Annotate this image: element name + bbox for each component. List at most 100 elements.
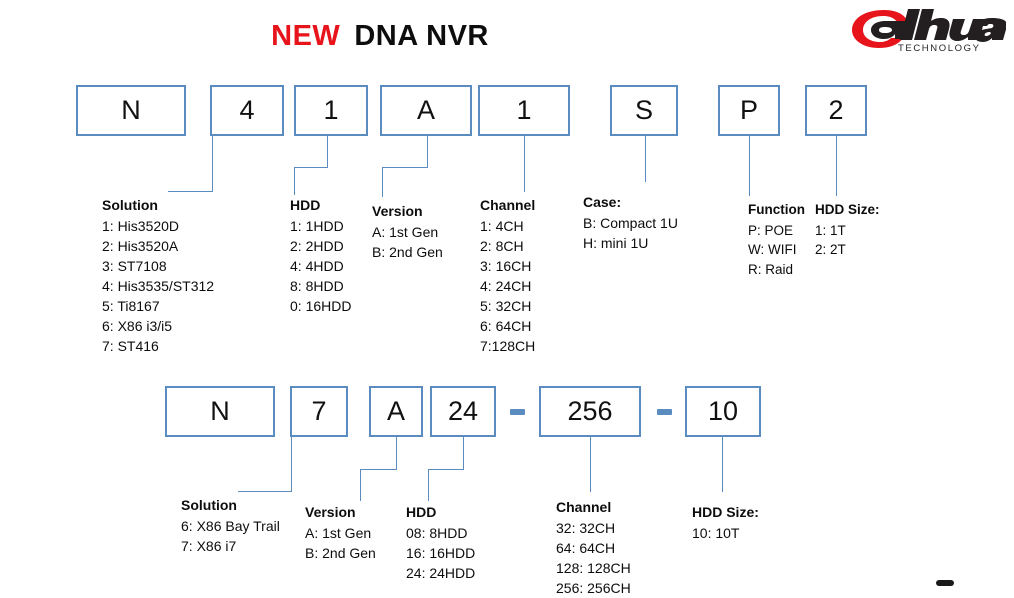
legend-item: 6: X86 Bay Trail (181, 518, 280, 534)
legend-row2-solution: Solution 6: X86 Bay Trail 7: X86 i7 (181, 495, 280, 556)
legend-item: 64: 64CH (556, 540, 616, 556)
dahua-logo: TECHNOLOGY (846, 4, 1006, 54)
legend-item: R: Raid (748, 261, 794, 277)
row2-box-solution[interactable]: N (165, 386, 275, 437)
legend-header: HDD (406, 504, 437, 520)
connector-row2-solution-vertical (291, 437, 292, 492)
connector-row1-version-horizontal (382, 167, 428, 168)
legend-item: H: mini 1U (583, 235, 649, 251)
legend-row1-case: Case: B: Compact 1U H: mini 1U (583, 192, 678, 253)
legend-item: 1: 1HDD (290, 218, 344, 234)
legend-item: A: 1st Gen (305, 525, 372, 541)
legend-item: 2: His3520A (102, 238, 179, 254)
svg-text:TECHNOLOGY: TECHNOLOGY (898, 43, 981, 54)
legend-item: 4: 4HDD (290, 258, 344, 274)
legend-item: B: 2nd Gen (372, 244, 443, 260)
row2-separator-dash-1 (510, 409, 525, 415)
legend-item: 24: 24HDD (406, 565, 476, 581)
legend-item: P: POE (748, 222, 794, 238)
connector-row1-hdd-vertical (327, 136, 328, 168)
legend-item: 4: 24CH (480, 278, 532, 294)
legend-item: 16: 16HDD (406, 545, 476, 561)
legend-row2-hdd-size: HDD Size: 10: 10T (692, 502, 759, 543)
connector-row2-version-horizontal (360, 469, 397, 470)
connector-row1-hddsize-vertical (836, 136, 837, 196)
legend-row1-hdd-size: HDD Size: 1: 1T 2: 2T (815, 200, 880, 260)
legend-item: 2: 8CH (480, 238, 524, 254)
legend-header: HDD Size: (815, 202, 880, 217)
legend-item: 3: 16CH (480, 258, 532, 274)
connector-row2-solution-horizontal (238, 491, 292, 492)
legend-row1-hdd: HDD 1: 1HDD 2: 2HDD 4: 4HDD 8: 8HDD 0: 1… (290, 195, 351, 316)
slide-canvas: NEW DNA NVR TECHNOLOGY N 4 1 A 1 S P 2 (0, 4, 1006, 596)
legend-item: A: 1st Gen (372, 224, 439, 240)
legend-item: 3: ST7108 (102, 258, 167, 274)
legend-item: 0: 16HDD (290, 298, 352, 314)
legend-item: 7:128CH (480, 338, 536, 354)
connector-row1-version-vertical2 (382, 167, 383, 197)
legend-item: 4: His3535/ST312 (102, 278, 215, 294)
connector-row2-version-vertical2 (360, 469, 361, 501)
legend-item: 128: 128CH (556, 560, 631, 576)
legend-header: Version (372, 203, 423, 219)
legend-item: 6: 64CH (480, 318, 532, 334)
legend-row2-hdd: HDD 08: 8HDD 16: 16HDD 24: 24HDD (406, 502, 475, 583)
row2-box-solution-digit[interactable]: 7 (290, 386, 348, 437)
legend-header: Solution (102, 197, 158, 213)
page-edge-artifact (936, 580, 954, 586)
legend-row2-channel: Channel 32: 32CH 64: 64CH 128: 128CH 256… (556, 497, 631, 598)
legend-item: 1: His3520D (102, 218, 180, 234)
connector-row1-function-vertical (749, 136, 750, 196)
legend-row1-channel: Channel 1: 4CH 2: 8CH 3: 16CH 4: 24CH 5:… (480, 195, 535, 356)
legend-item: 8: 8HDD (290, 278, 344, 294)
legend-item: 6: X86 i3/i5 (102, 318, 173, 334)
row1-box-hdd[interactable]: 1 (294, 85, 368, 136)
legend-item: 32: 32CH (556, 520, 616, 536)
connector-row1-solution-vertical (212, 136, 213, 192)
connector-row1-channel-vertical (524, 136, 525, 192)
connector-row1-hdd-horizontal (294, 167, 328, 168)
legend-row1-function: Function P: POE W: WIFI R: Raid (748, 200, 805, 279)
legend-header: Channel (480, 197, 536, 213)
row2-separator-dash-2 (657, 409, 672, 415)
row2-box-hdd-size[interactable]: 10 (685, 386, 761, 437)
legend-header: Channel (556, 499, 612, 515)
legend-item: W: WIFI (748, 242, 797, 257)
legend-item: B: 2nd Gen (305, 545, 376, 561)
connector-row2-hddsize-vertical (722, 437, 723, 492)
legend-header: Version (305, 504, 356, 520)
legend-row2-version: Version A: 1st Gen B: 2nd Gen (305, 502, 376, 563)
row1-box-hdd-size[interactable]: 2 (805, 85, 867, 136)
connector-row1-case-vertical (645, 136, 646, 182)
legend-item: 256: 256CH (556, 580, 631, 596)
row1-box-solution[interactable]: N (76, 85, 186, 136)
row2-box-channel[interactable]: 256 (539, 386, 641, 437)
legend-header: Case: (583, 194, 622, 210)
row1-box-version[interactable]: A (380, 85, 472, 136)
connector-row2-hdd-vertical2 (428, 469, 429, 501)
connector-row1-version-vertical (427, 136, 428, 168)
row1-box-channel[interactable]: 1 (478, 85, 570, 136)
title-new-badge: NEW (271, 20, 341, 52)
title-main-text: DNA NVR (354, 20, 489, 52)
row2-box-version[interactable]: A (369, 386, 423, 437)
legend-item: 2: 2T (815, 242, 846, 257)
connector-row2-hdd-vertical (463, 437, 464, 470)
legend-header: Function (748, 202, 805, 217)
row1-box-solution-digit[interactable]: 4 (210, 85, 284, 136)
legend-item: 2: 2HDD (290, 238, 344, 254)
legend-row1-solution: Solution 1: His3520D 2: His3520A 3: ST71… (102, 195, 214, 356)
connector-row1-hdd-vertical2 (294, 167, 295, 195)
legend-item: 08: 8HDD (406, 525, 468, 541)
page-title: NEW DNA NVR (0, 20, 760, 53)
legend-header: HDD (290, 197, 321, 213)
legend-item: B: Compact 1U (583, 215, 678, 231)
row2-box-hdd[interactable]: 24 (430, 386, 496, 437)
row1-box-function[interactable]: P (718, 85, 780, 136)
legend-header: HDD Size: (692, 504, 759, 520)
connector-row2-hdd-horizontal (428, 469, 464, 470)
row1-box-case[interactable]: S (610, 85, 678, 136)
legend-header: Solution (181, 497, 237, 513)
legend-item: 5: 32CH (480, 298, 532, 314)
legend-item: 5: Ti8167 (102, 298, 160, 314)
